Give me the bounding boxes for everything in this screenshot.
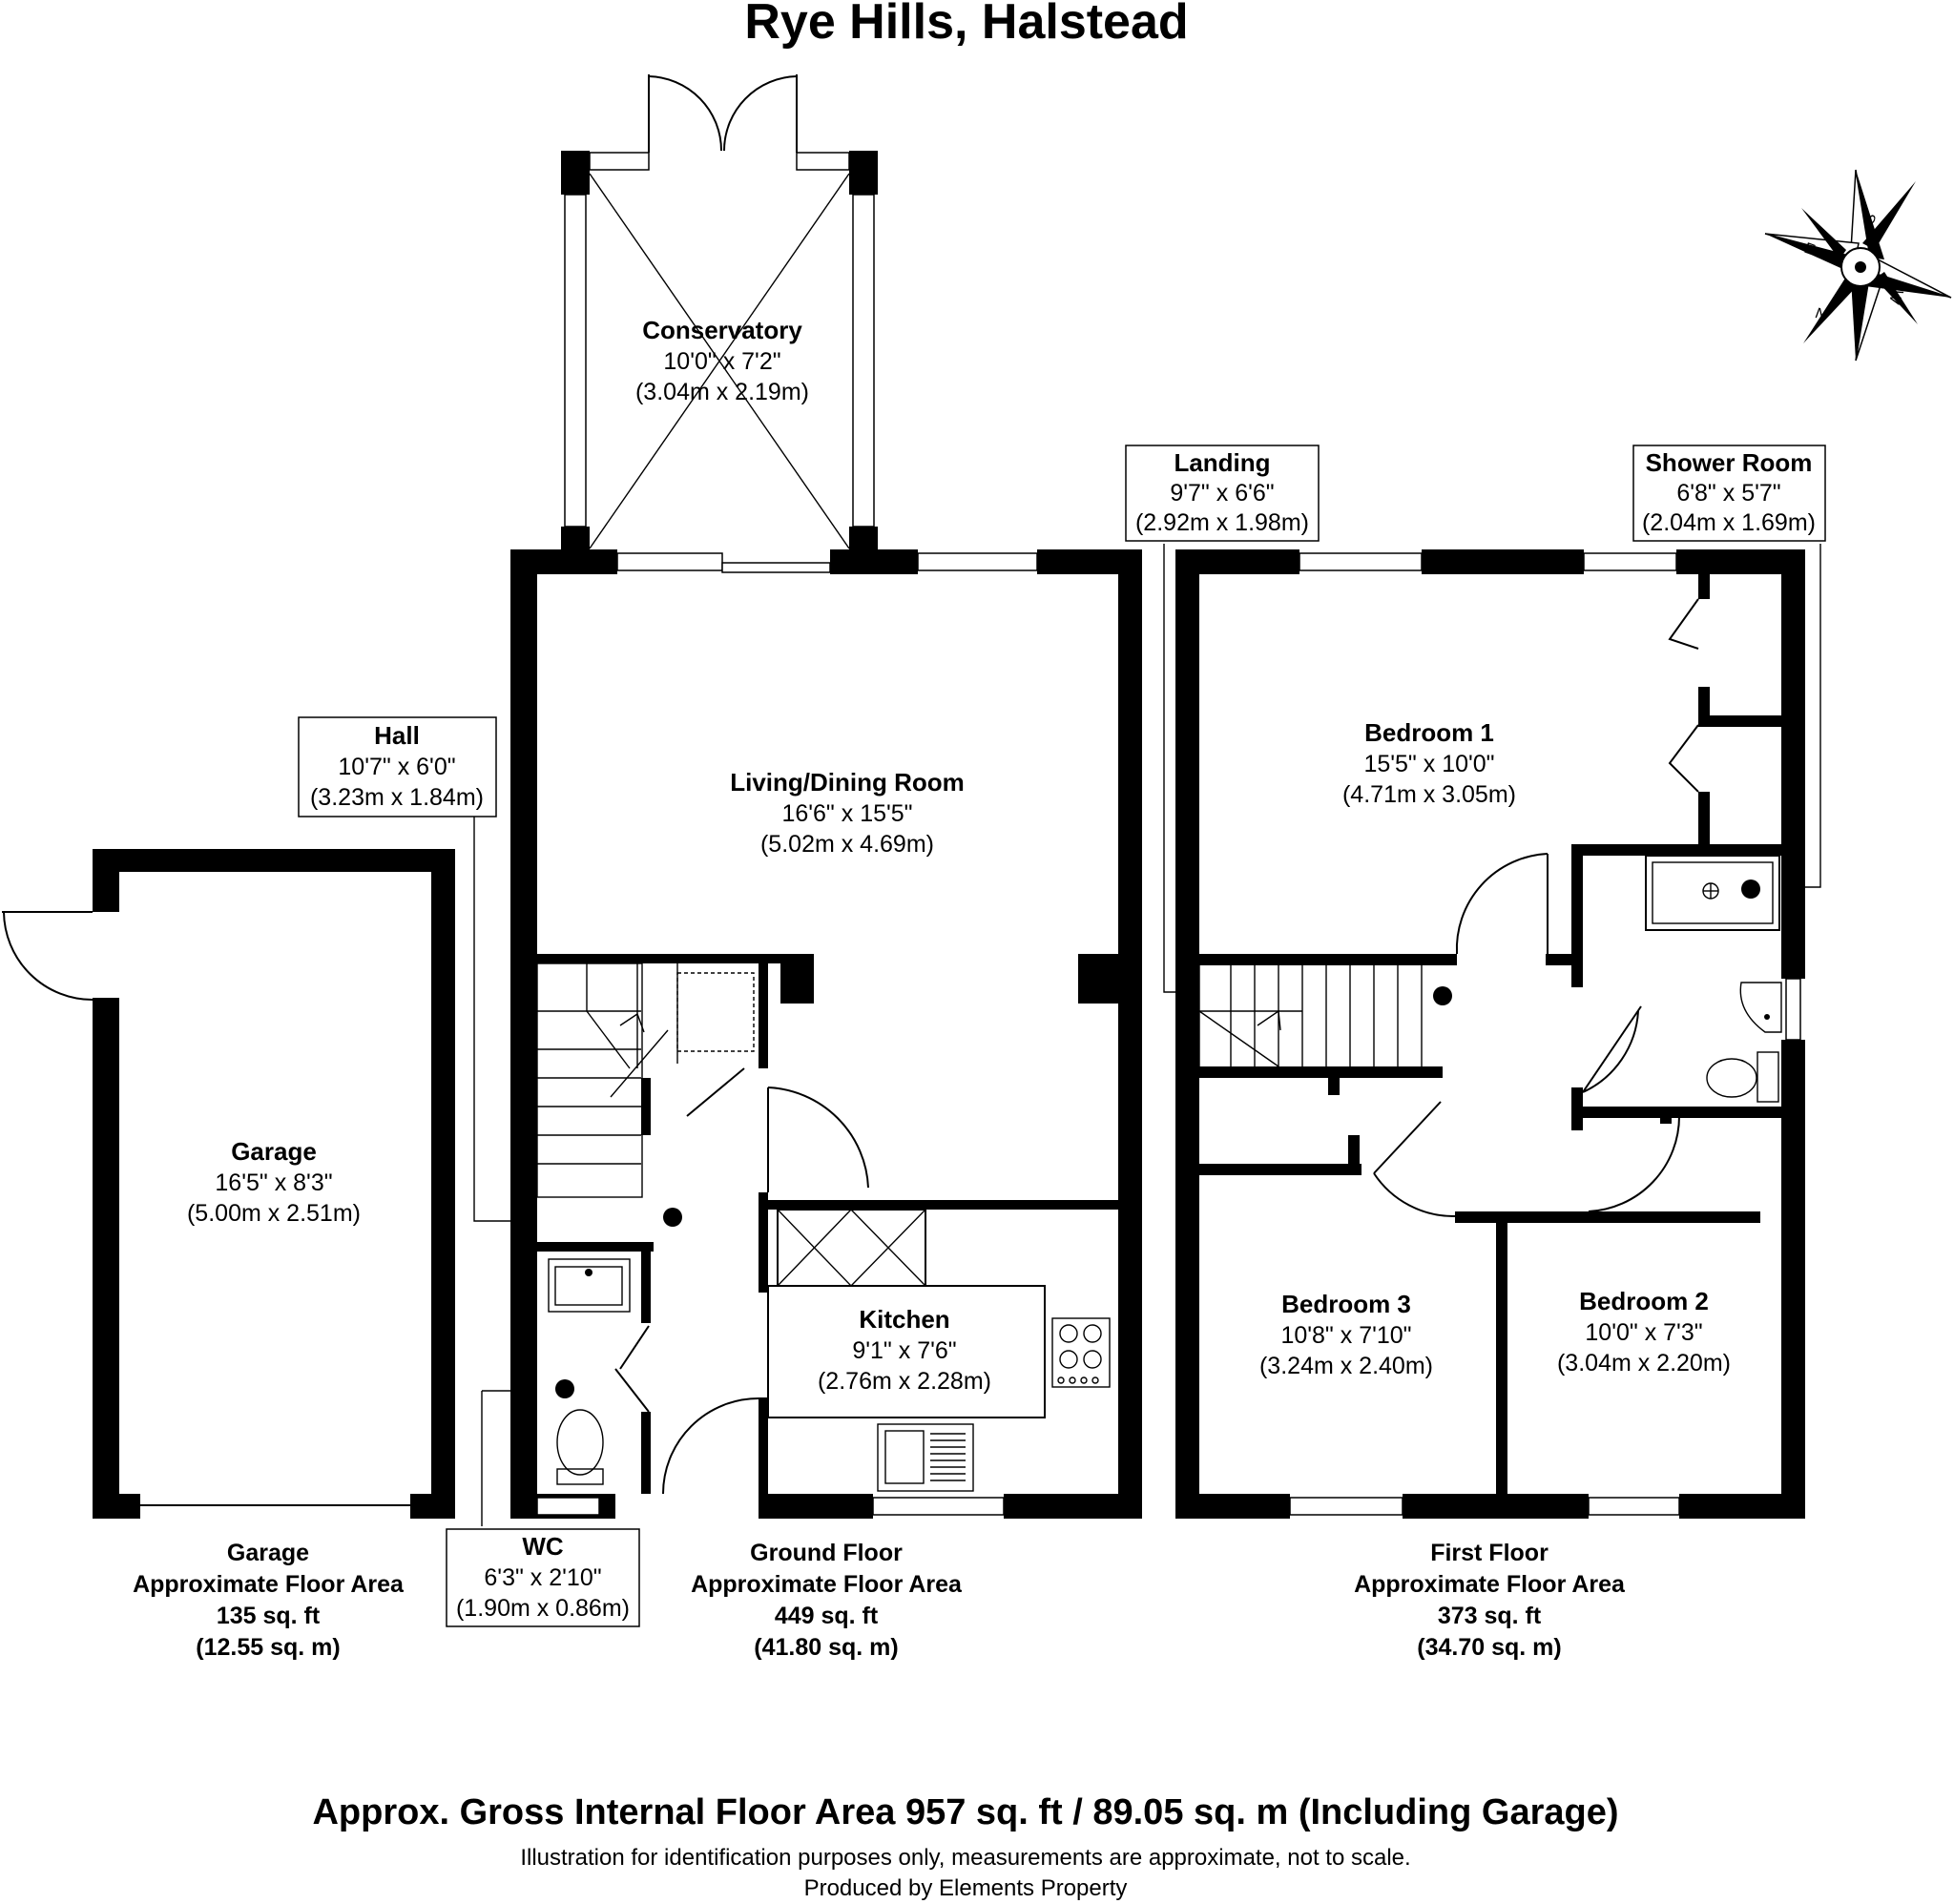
room-size-imperial: 6'3" x 2'10" bbox=[484, 1564, 601, 1591]
area-subtitle: Approximate Floor Area bbox=[133, 1571, 405, 1598]
compass-west-label: W bbox=[1885, 287, 1905, 307]
toilet-icon bbox=[1706, 1051, 1779, 1103]
garage-plan bbox=[2, 849, 455, 1519]
label-hall: Hall 10'7" x 6'0" (3.23m x 1.84m) bbox=[298, 716, 497, 817]
area-garage: Garage Approximate Floor Area 135 sq. ft… bbox=[133, 1540, 405, 1661]
room-size-imperial: 9'1" x 7'6" bbox=[852, 1337, 956, 1364]
room-name: Conservatory bbox=[642, 316, 802, 344]
room-name: Living/Dining Room bbox=[730, 768, 965, 797]
label-garage: Garage 16'5" x 8'3" (5.00m x 2.51m) bbox=[187, 1137, 361, 1227]
area-sqm: (34.70 sq. m) bbox=[1417, 1634, 1561, 1661]
label-wc: WC 6'3" x 2'10" (1.90m x 0.86m) bbox=[446, 1528, 640, 1627]
room-size-metric: (5.00m x 2.51m) bbox=[187, 1200, 361, 1227]
room-size-imperial: 10'0" x 7'3" bbox=[1585, 1319, 1702, 1346]
page-title: Rye Hills, Halstead bbox=[744, 0, 1188, 50]
room-size-imperial: 10'0" x 7'2" bbox=[663, 348, 780, 375]
room-name: Kitchen bbox=[859, 1305, 949, 1334]
area-title: Garage bbox=[227, 1540, 309, 1566]
area-sqft: 135 sq. ft bbox=[217, 1603, 321, 1629]
basin-icon bbox=[1739, 982, 1782, 1033]
shower-tray-icon bbox=[1645, 855, 1780, 931]
room-size-imperial: 10'7" x 6'0" bbox=[338, 754, 455, 780]
label-living-dining: Living/Dining Room 16'6" x 15'5" (5.02m … bbox=[730, 768, 965, 858]
area-sqft: 373 sq. ft bbox=[1438, 1603, 1542, 1629]
ground-floor-fixtures bbox=[536, 962, 1111, 1495]
conservatory-plan bbox=[561, 74, 878, 555]
gross-internal-area: Approx. Gross Internal Floor Area 957 sq… bbox=[312, 1792, 1618, 1832]
area-title: First Floor bbox=[1430, 1540, 1549, 1566]
first-floor-plan bbox=[1175, 549, 1805, 1519]
room-size-imperial: 16'5" x 8'3" bbox=[215, 1169, 332, 1196]
label-kitchen: Kitchen 9'1" x 7'6" (2.76m x 2.28m) bbox=[818, 1305, 991, 1395]
room-name: WC bbox=[522, 1532, 564, 1561]
area-sqm: (12.55 sq. m) bbox=[196, 1634, 340, 1661]
label-landing: Landing 9'7" x 6'6" (2.92m x 1.98m) bbox=[1125, 445, 1320, 542]
room-size-metric: (2.04m x 1.69m) bbox=[1642, 509, 1816, 536]
room-name: Hall bbox=[374, 721, 420, 750]
room-size-metric: (4.71m x 3.05m) bbox=[1342, 781, 1516, 808]
room-size-imperial: 16'6" x 15'5" bbox=[781, 800, 912, 827]
room-size-metric: (3.04m x 2.20m) bbox=[1557, 1350, 1731, 1376]
room-size-metric: (2.92m x 1.98m) bbox=[1135, 509, 1309, 536]
room-size-metric: (3.24m x 2.40m) bbox=[1259, 1353, 1433, 1379]
area-ground-floor: Ground Floor Approximate Floor Area 449 … bbox=[691, 1540, 963, 1661]
area-title: Ground Floor bbox=[750, 1540, 903, 1566]
room-size-metric: (1.90m x 0.86m) bbox=[456, 1595, 630, 1622]
stairs-icon bbox=[1198, 965, 1423, 1067]
first-floor-fixtures bbox=[1198, 598, 1782, 1218]
room-name: Bedroom 2 bbox=[1579, 1287, 1709, 1315]
area-subtitle: Approximate Floor Area bbox=[691, 1571, 963, 1598]
label-shower-room: Shower Room 6'8" x 5'7" (2.04m x 1.69m) bbox=[1632, 445, 1826, 542]
room-size-imperial: 6'8" x 5'7" bbox=[1676, 480, 1780, 507]
label-bedroom-3: Bedroom 3 10'8" x 7'10" (3.24m x 2.40m) bbox=[1259, 1290, 1433, 1379]
room-size-metric: (2.76m x 2.28m) bbox=[818, 1368, 991, 1395]
compass-icon: S E W N bbox=[1764, 169, 1952, 362]
room-name: Landing bbox=[1174, 448, 1270, 477]
area-sqft: 449 sq. ft bbox=[775, 1603, 879, 1629]
label-conservatory: Conservatory 10'0" x 7'2" (3.04m x 2.19m… bbox=[635, 316, 809, 405]
room-size-metric: (3.04m x 2.19m) bbox=[635, 379, 809, 405]
ground-floor-plan bbox=[510, 549, 1142, 1519]
area-subtitle: Approximate Floor Area bbox=[1354, 1571, 1626, 1598]
stairs-icon bbox=[536, 962, 755, 1198]
room-name: Shower Room bbox=[1646, 448, 1813, 477]
label-bedroom-2: Bedroom 2 10'0" x 7'3" (3.04m x 2.20m) bbox=[1557, 1287, 1731, 1376]
area-first-floor: First Floor Approximate Floor Area 373 s… bbox=[1354, 1540, 1626, 1661]
producer-credit: Produced by Elements Property bbox=[804, 1875, 1128, 1901]
label-bedroom-1: Bedroom 1 15'5" x 10'0" (4.71m x 3.05m) bbox=[1342, 718, 1516, 808]
room-size-imperial: 10'8" x 7'10" bbox=[1280, 1322, 1411, 1349]
hob-icon bbox=[1051, 1317, 1111, 1388]
room-size-metric: (5.02m x 4.69m) bbox=[760, 831, 934, 858]
room-size-imperial: 9'7" x 6'6" bbox=[1170, 480, 1274, 507]
room-size-metric: (3.23m x 1.84m) bbox=[310, 784, 484, 811]
room-name: Garage bbox=[231, 1137, 317, 1166]
compass-north-label: N bbox=[1814, 303, 1830, 322]
room-name: Bedroom 1 bbox=[1364, 718, 1494, 747]
disclaimer: Illustration for identification purposes… bbox=[520, 1845, 1410, 1871]
area-sqm: (41.80 sq. m) bbox=[754, 1634, 898, 1661]
room-size-imperial: 15'5" x 10'0" bbox=[1363, 751, 1494, 777]
sink-icon bbox=[877, 1423, 974, 1492]
room-name: Bedroom 3 bbox=[1281, 1290, 1411, 1318]
